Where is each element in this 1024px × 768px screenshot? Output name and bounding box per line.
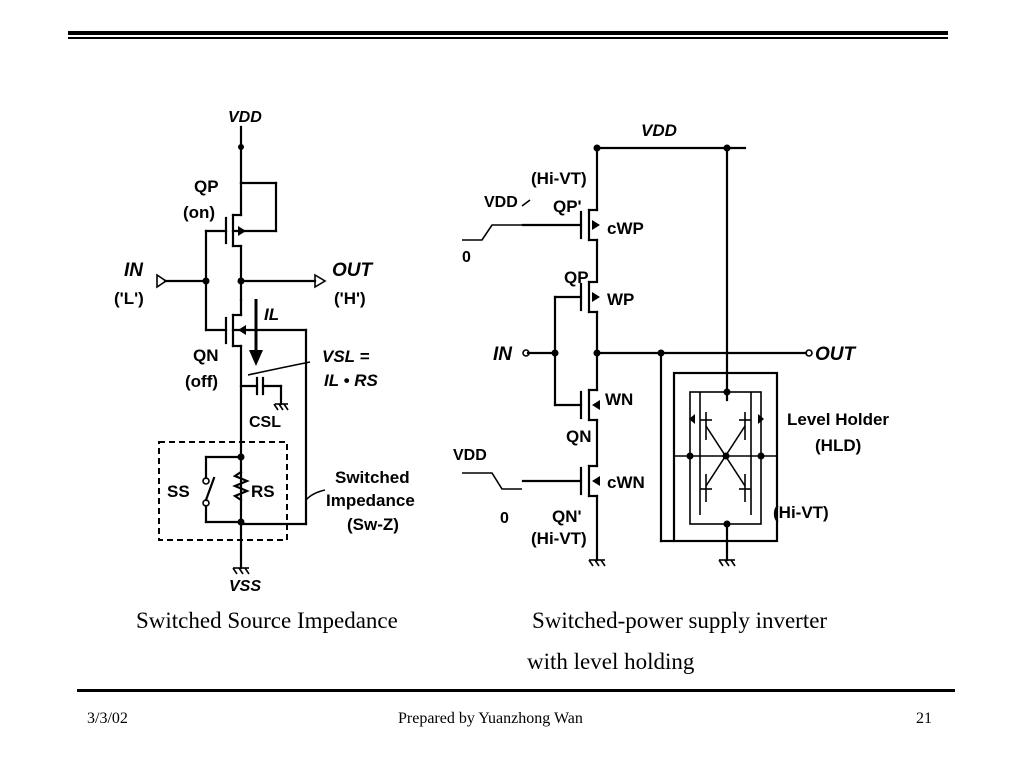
switched-label-3: (Sw-Z) xyxy=(347,515,399,534)
right-qp-label: QP xyxy=(564,268,589,287)
right-circuit: VDD (Hi-VT) VDD 0 QP' cWP QP WP IN OUT W… xyxy=(453,121,889,567)
footer-page-number: 21 xyxy=(916,710,932,727)
hivt-bottom-label: (Hi-VT) xyxy=(531,529,587,548)
hld-hivt-label: (Hi-VT) xyxy=(773,503,829,522)
footer-author: Prepared by Yuanzhong Wan xyxy=(398,710,583,727)
right-vdd-label: VDD xyxy=(641,121,677,140)
qn-state-label: (off) xyxy=(185,372,218,391)
cwp-label: cWP xyxy=(607,219,644,238)
right-qn-label: QN xyxy=(566,427,592,446)
wn-label: WN xyxy=(605,390,633,409)
qp-label: QP xyxy=(194,177,219,196)
wp-label: WP xyxy=(607,290,634,309)
vss-label: VSS xyxy=(229,578,261,595)
vsl-label-1: VSL = xyxy=(322,347,369,366)
zero-bottom-label: 0 xyxy=(500,510,509,527)
rs-label: RS xyxy=(251,482,275,501)
ss-label: SS xyxy=(167,482,190,501)
caption-left: Switched Source Impedance xyxy=(136,608,398,633)
zero-top-label: 0 xyxy=(462,249,471,266)
left-in-label: IN xyxy=(124,260,144,281)
caption-right-line1: Switched-power supply inverter xyxy=(532,608,828,633)
switched-label-2: Impedance xyxy=(326,491,415,510)
il-label: IL xyxy=(264,305,279,324)
footer-date: 3/3/02 xyxy=(87,710,128,727)
in-level-label: ('L') xyxy=(114,289,144,308)
qp-prime-label: QP' xyxy=(553,197,582,216)
right-out-label: OUT xyxy=(815,344,857,365)
qn-prime-label: QN' xyxy=(552,507,582,526)
bottom-rule xyxy=(77,689,955,692)
cwn-label: cWN xyxy=(607,473,645,492)
out-level-label: ('H') xyxy=(334,289,366,308)
right-in-label: IN xyxy=(493,344,513,365)
vsl-label-2: IL • RS xyxy=(324,371,378,390)
hivt-top-label: (Hi-VT) xyxy=(531,169,587,188)
left-out-label: OUT xyxy=(332,260,374,281)
level-holder-label: Level Holder xyxy=(787,410,889,429)
vdd-input-top-label: VDD xyxy=(484,194,518,211)
left-vdd-label: VDD xyxy=(228,109,262,126)
vdd-input-bottom-label: VDD xyxy=(453,447,487,464)
caption-right-line2: with level holding xyxy=(527,649,695,674)
top-rule-thin xyxy=(68,37,948,39)
hld-label: (HLD) xyxy=(815,436,861,455)
left-circuit: VDD QP (on) IN ('L') OUT ('H') IL QN (of… xyxy=(114,109,415,595)
qp-state-label: (on) xyxy=(183,203,215,222)
csl-label: CSL xyxy=(249,414,281,431)
top-rule-thick xyxy=(68,31,948,35)
qn-label: QN xyxy=(193,346,219,365)
switched-label-1: Switched xyxy=(335,468,410,487)
